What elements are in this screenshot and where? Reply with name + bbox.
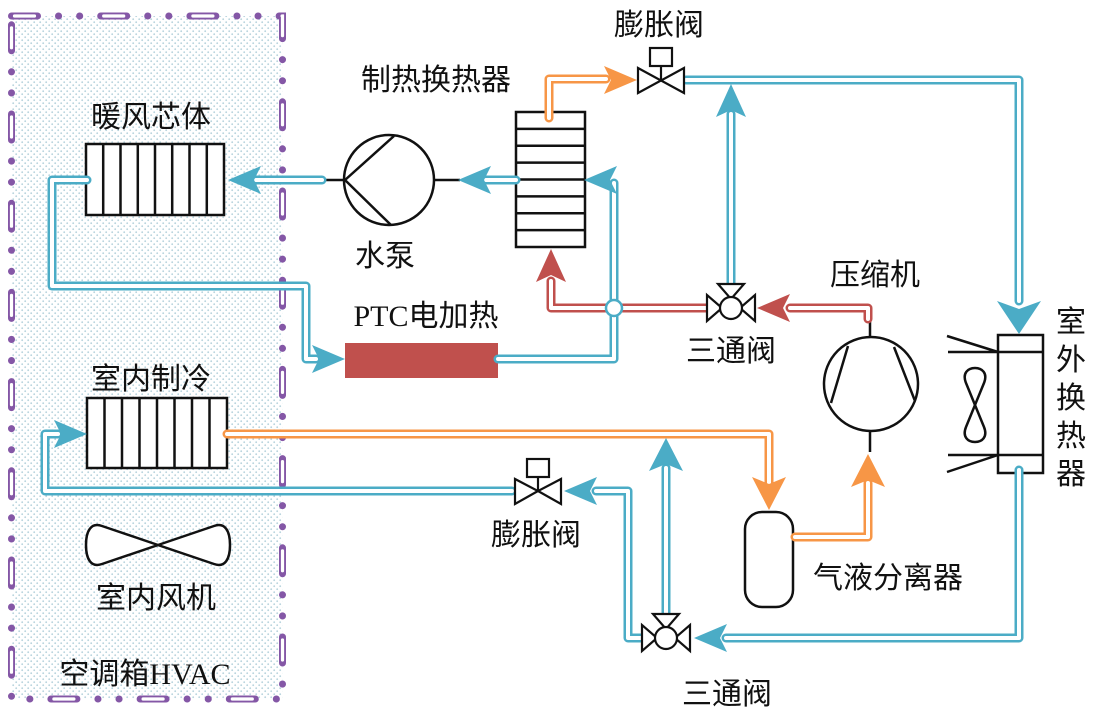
- label-three-way-valve-bottom: 三通阀: [682, 678, 772, 711]
- outdoor-heat-exchanger: [946, 333, 1045, 475]
- gas-liquid-separator: [743, 510, 795, 609]
- label-expansion-valve-top: 膨胀阀: [614, 9, 704, 42]
- arrow-into-outdoor-hx: [997, 301, 1041, 334]
- arrow-valve2-to-suction-line: [649, 438, 683, 471]
- label-expansion-valve-bottom: 膨胀阀: [491, 519, 581, 552]
- hvac-box-border-inner: [9, 14, 285, 701]
- pipe-crossing-hop: [604, 298, 624, 318]
- label-indoor-fan: 室内风机: [96, 582, 216, 615]
- expansion-valve-bottom: [513, 457, 563, 506]
- outdoor-fan-icon: [963, 366, 987, 444]
- label-heater-core: 暖风芯体: [91, 101, 211, 134]
- indoor-fan-icon: [84, 523, 232, 567]
- arrow-into-expansion-top: [604, 66, 637, 94]
- hvac-box: [8, 12, 286, 703]
- label-ptc-heater: PTC电加热: [353, 300, 498, 333]
- refrigerant-teal-pipes: [40, 75, 1024, 643]
- coolant-pipes: [47, 175, 619, 364]
- flow-arrows: [54, 66, 1041, 652]
- indoor-evaporator: [85, 396, 229, 470]
- svg-text:换: 换: [1056, 382, 1086, 415]
- label-compressor: 压缩机: [830, 259, 920, 292]
- label-hvac-box: 空调箱HVAC: [59, 658, 230, 691]
- labels: 暖风芯体 制热换热器 膨胀阀 水泵 PTC电加热 压缩机 三通阀 室内制冷 膨胀…: [59, 9, 1086, 711]
- heater-core: [84, 142, 226, 217]
- label-indoor-cooling: 室内制冷: [91, 363, 211, 396]
- hvac-box-fill: [11, 16, 283, 699]
- label-heating-heat-exchanger: 制热换热器: [361, 64, 511, 97]
- svg-text:室: 室: [1056, 306, 1086, 339]
- arrow-into-pump: [458, 166, 491, 194]
- three-way-valve-top: [705, 282, 757, 324]
- arrow-into-hx-right: [584, 166, 617, 194]
- label-gas-liquid-separator: 气液分离器: [813, 562, 963, 595]
- arrow-into-three-way-top: [757, 294, 790, 322]
- svg-text:热: 热: [1056, 420, 1086, 453]
- label-three-way-valve-top: 三通阀: [686, 335, 776, 368]
- arrow-into-ptc: [312, 345, 345, 373]
- ptc-heater: [345, 343, 498, 378]
- arrow-valve-to-top-line: [716, 84, 746, 117]
- arrow-into-compressor: [851, 454, 885, 487]
- label-water-pump: 水泵: [355, 240, 415, 273]
- svg-text:器: 器: [1056, 458, 1086, 491]
- heating-heat-exchanger: [514, 110, 587, 249]
- svg-text:外: 外: [1056, 344, 1086, 377]
- hot-refrigerant-pipes: [546, 276, 873, 324]
- compressor: [822, 321, 920, 452]
- arrow-into-hx-bottom: [536, 249, 566, 282]
- three-way-valve-bottom: [640, 612, 692, 654]
- arrow-into-three-way-bottom: [694, 624, 727, 652]
- arrow-into-expansion-bottom: [564, 477, 597, 505]
- arrow-into-evaporator: [54, 420, 87, 448]
- label-outdoor-heat-exchanger: 室 外 换 热 器: [1056, 306, 1086, 491]
- arrow-into-separator: [752, 477, 786, 510]
- arrow-into-heater-core: [228, 166, 261, 194]
- suction-refrigerant-pipes: [222, 74, 873, 542]
- expansion-valve-top: [636, 46, 686, 95]
